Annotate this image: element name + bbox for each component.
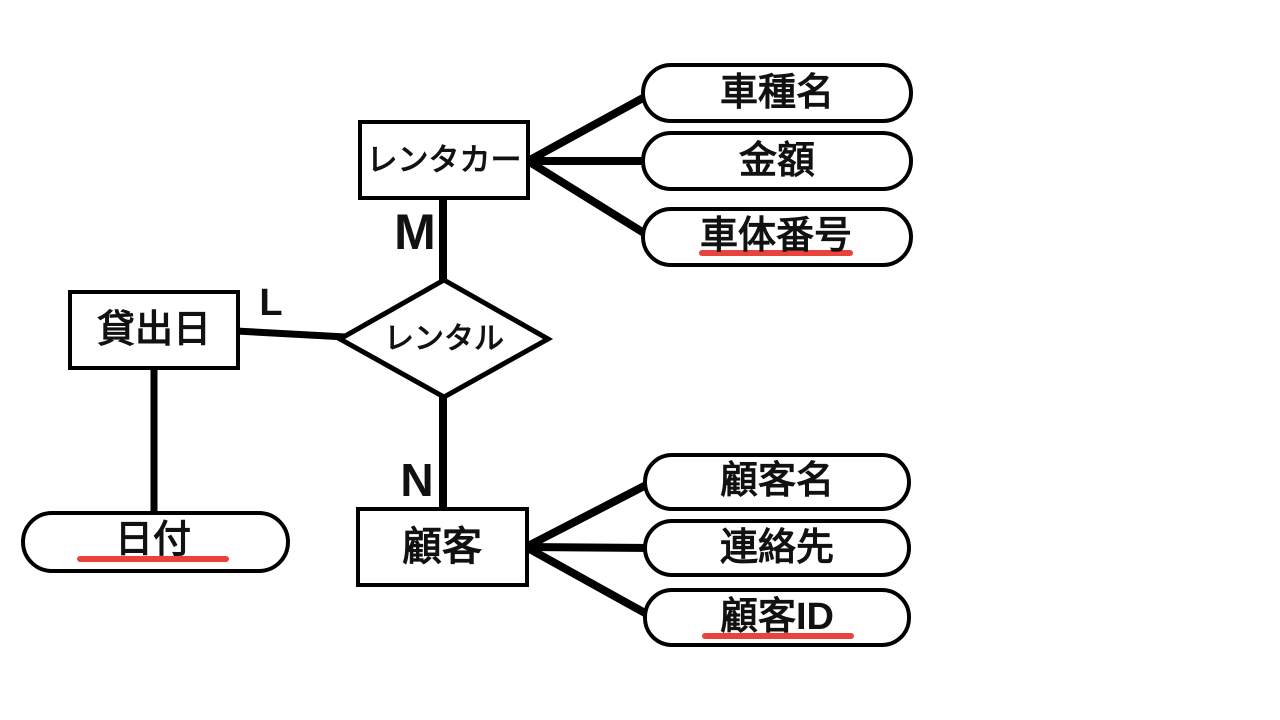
cardinality-l-label: L [259,282,282,324]
relationship-rental-label: レンタル [384,323,504,356]
attribute-customer-name-oval [643,453,911,511]
entity-customer-label: 顧客 [402,525,482,569]
attribute-contact-oval [643,519,911,577]
attribute-body-number-label: 車体番号 [700,215,852,257]
entity-rental-car-label: レンタカー [367,143,522,178]
attribute-car-model-name-oval [641,63,913,123]
edge-rentalcar-bodynumber [525,157,655,242]
attribute-price-oval [641,131,913,191]
attribute-customer-id-label: 顧客ID [720,595,834,638]
attribute-price-label: 金額 [738,139,815,182]
attribute-contact-label: 連絡先 [720,527,834,569]
attribute-car-model-name-label: 車種名 [720,72,834,114]
cardinality-n-label: N [400,454,433,506]
entity-rental-car [358,120,530,200]
entity-lend-date-label: 貸出日 [97,309,211,351]
edge-rentalcar-carmodel [526,89,654,165]
edge-customer-customername [524,477,656,551]
edge-customer-customerid [524,543,656,622]
entity-lend-date [68,290,240,370]
attribute-customer-name-label: 顧客名 [720,459,834,502]
entity-customer [356,507,529,587]
attribute-customer-id-oval [643,588,911,647]
cardinality-m-label: M [394,204,436,260]
edge-customer-contact [525,543,655,552]
edge-lenddate-rental [235,327,347,341]
relationship-rental-diamond [334,277,554,400]
attribute-date-label: 日付 [115,519,191,561]
